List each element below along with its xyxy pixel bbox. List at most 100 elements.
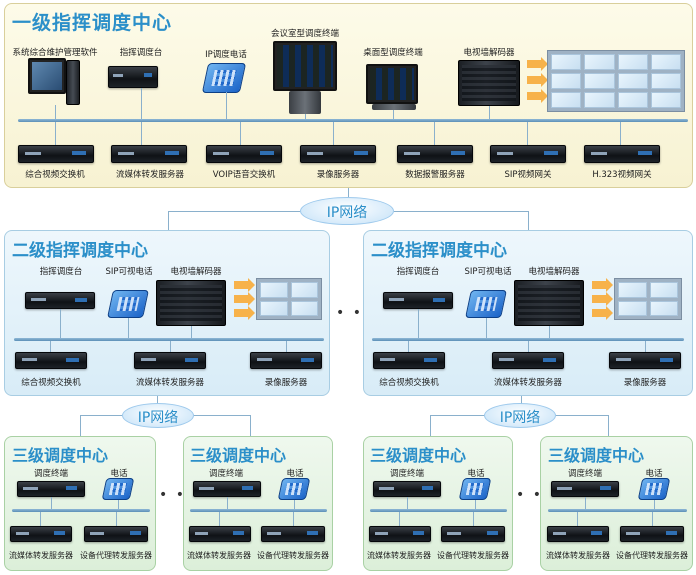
level3-server-label: 流媒体转发服务器 bbox=[9, 551, 73, 560]
dispatch-terminal-icon bbox=[551, 481, 619, 497]
level1-server-label: H.323视频网关 bbox=[592, 170, 652, 180]
output-arrow-icon bbox=[592, 278, 613, 292]
dispatch-terminal-icon bbox=[17, 481, 85, 497]
management-pc-tower-icon bbox=[66, 60, 80, 105]
level3-bus bbox=[190, 509, 327, 512]
level2-bus bbox=[372, 338, 684, 341]
dispatch-terminal-icon bbox=[373, 481, 441, 497]
server-icon bbox=[111, 145, 187, 163]
management-pc-monitor-icon bbox=[28, 58, 66, 94]
tv-wall-decoder-icon bbox=[156, 280, 226, 326]
server-icon bbox=[441, 526, 505, 542]
command-console-icon bbox=[25, 292, 95, 309]
level3-panel bbox=[540, 436, 693, 571]
level1-bus bbox=[18, 119, 688, 122]
server-icon bbox=[620, 526, 684, 542]
ip-network-label: IP网络 bbox=[137, 410, 179, 426]
server-icon bbox=[300, 145, 376, 163]
level2-device-label: SIP可视电话 bbox=[464, 267, 512, 277]
level3-terminal-label: 调度终端 bbox=[567, 469, 603, 479]
output-arrow-icon bbox=[234, 278, 255, 292]
phone-icon bbox=[101, 478, 135, 500]
level3-server-label: 流媒体转发服务器 bbox=[367, 551, 431, 560]
sip-video-phone-icon bbox=[465, 290, 507, 318]
level3-phone-label: 电话 bbox=[286, 469, 304, 479]
level3-terminal-label: 调度终端 bbox=[389, 469, 425, 479]
level1-device-label: 电视墙解码器 bbox=[463, 48, 515, 58]
server-icon bbox=[609, 352, 681, 369]
ip-network-label: IP网络 bbox=[326, 205, 368, 221]
level1-server-label: VOIP语音交换机 bbox=[212, 170, 276, 180]
phone-icon bbox=[458, 478, 492, 500]
phone-icon bbox=[637, 478, 671, 500]
server-icon bbox=[492, 352, 564, 369]
server-icon bbox=[397, 145, 473, 163]
level3-bus bbox=[548, 509, 687, 512]
server-icon bbox=[134, 352, 206, 369]
ip-network-cloud: IP网络 bbox=[122, 403, 194, 428]
output-arrow-icon bbox=[234, 292, 255, 306]
level3-title: 三级调度中心 bbox=[12, 446, 109, 465]
server-icon bbox=[490, 145, 566, 163]
video-wall bbox=[614, 278, 682, 320]
server-icon bbox=[15, 352, 87, 369]
level2-device-label: 电视墙解码器 bbox=[170, 267, 222, 277]
conference-terminal-screen-icon bbox=[273, 41, 337, 91]
level3-title: 三级调度中心 bbox=[370, 446, 467, 465]
ip-phone-icon bbox=[201, 63, 247, 93]
output-arrow-icon bbox=[592, 292, 613, 306]
server-icon bbox=[18, 145, 94, 163]
level3-terminal-label: 调度终端 bbox=[33, 469, 69, 479]
level3-phone-label: 电话 bbox=[110, 469, 128, 479]
server-icon bbox=[261, 526, 325, 542]
level3-server-label: 流媒体转发服务器 bbox=[187, 551, 251, 560]
server-icon bbox=[547, 526, 609, 542]
level3-bus bbox=[370, 509, 507, 512]
level1-title: 一级指挥调度中心 bbox=[12, 12, 173, 34]
level2-server-label: 流媒体转发服务器 bbox=[135, 378, 205, 388]
level3-bus bbox=[12, 509, 150, 512]
level2-bus bbox=[14, 338, 324, 341]
video-wall bbox=[547, 50, 685, 112]
level2-server-label: 录像服务器 bbox=[623, 378, 667, 388]
level3-panel bbox=[363, 436, 513, 571]
dispatch-terminal-icon bbox=[193, 481, 261, 497]
ip-network-cloud: IP网络 bbox=[300, 197, 394, 225]
level1-device-label: 系统综合维护管理软件 bbox=[12, 48, 98, 58]
tv-wall-decoder-icon bbox=[514, 280, 584, 326]
level2-server-label: 综合视频交换机 bbox=[379, 378, 439, 388]
level2-server-label: 录像服务器 bbox=[264, 378, 308, 388]
server-icon bbox=[250, 352, 322, 369]
level2-title: 二级指挥调度中心 bbox=[12, 241, 148, 261]
server-icon bbox=[10, 526, 72, 542]
server-icon bbox=[84, 526, 148, 542]
level2-device-label: 指挥调度台 bbox=[39, 267, 83, 277]
level3-title: 三级调度中心 bbox=[190, 446, 287, 465]
video-wall bbox=[256, 278, 322, 320]
level1-device-label: 桌面型调度终端 bbox=[363, 48, 423, 58]
server-icon bbox=[369, 526, 431, 542]
level1-server-label: 综合视频交换机 bbox=[25, 170, 85, 180]
output-arrow-icon bbox=[592, 306, 613, 320]
level3-phone-label: 电话 bbox=[645, 469, 663, 479]
level1-server-label: 录像服务器 bbox=[316, 170, 360, 180]
ip-network-label: IP网络 bbox=[499, 410, 541, 426]
level1-device-label: 指挥调度台 bbox=[119, 48, 163, 58]
level3-panel bbox=[4, 436, 156, 571]
level2-server-label: 流媒体转发服务器 bbox=[493, 378, 563, 388]
level3-server-label: 设备代理转发服务器 bbox=[437, 551, 509, 560]
level2-device-label: 指挥调度台 bbox=[396, 267, 440, 277]
level1-device-label: IP调度电话 bbox=[205, 50, 247, 60]
tv-wall-decoder-icon bbox=[458, 60, 520, 106]
output-arrow-icon bbox=[527, 73, 548, 87]
level2-device-label: 电视墙解码器 bbox=[528, 267, 580, 277]
output-arrow-icon bbox=[527, 57, 548, 71]
level2-server-label: 综合视频交换机 bbox=[21, 378, 81, 388]
server-icon bbox=[206, 145, 282, 163]
level3-server-label: 设备代理转发服务器 bbox=[80, 551, 152, 560]
level1-server-label: 流媒体转发服务器 bbox=[115, 170, 185, 180]
command-console-icon bbox=[108, 66, 158, 88]
level3-server-label: 设备代理转发服务器 bbox=[616, 551, 688, 560]
command-console-icon bbox=[383, 292, 453, 309]
phone-icon bbox=[277, 478, 311, 500]
